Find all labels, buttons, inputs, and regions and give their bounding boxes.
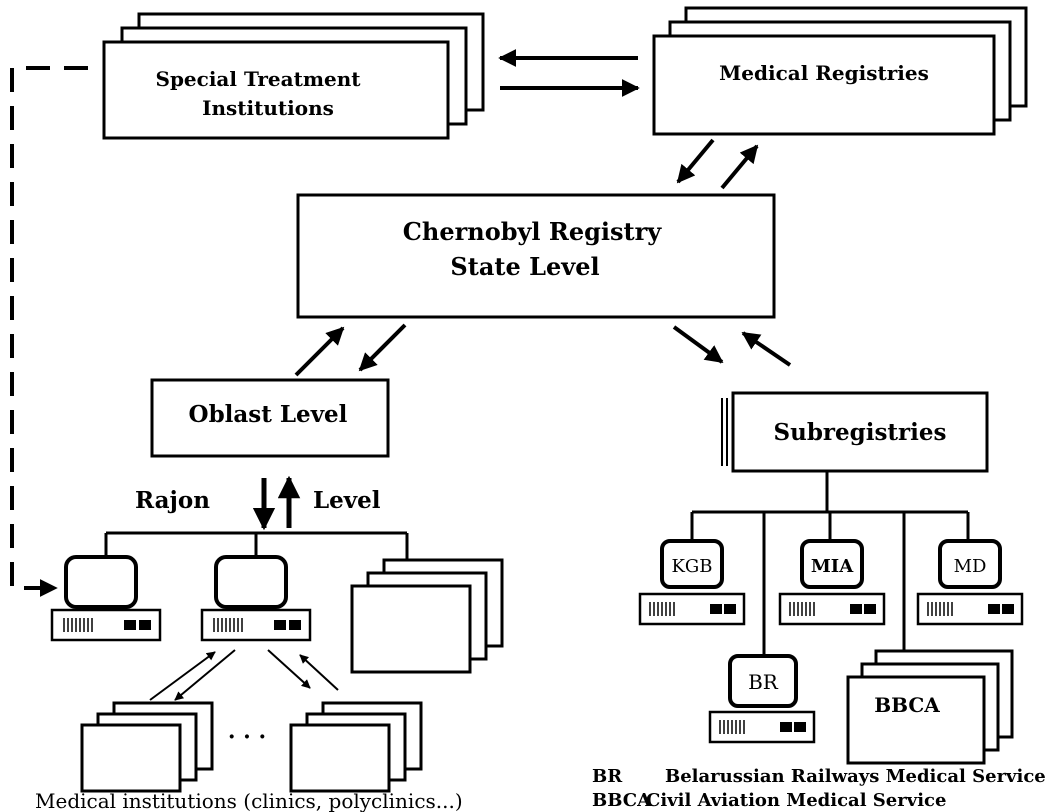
arrow-registries-to-state: [676, 138, 715, 184]
medical-registries-label: Medical Registries: [719, 61, 929, 85]
subregistries-tree-lines: [690, 472, 970, 658]
mia-label: MIA: [811, 556, 854, 577]
document-stack-icon: [846, 649, 1014, 765]
computer-icon: [778, 539, 886, 626]
oblast-box: [150, 378, 390, 458]
md-label: MD: [954, 556, 987, 577]
state-registry-label-line2: State Level: [450, 252, 599, 281]
institutions-ellipsis: · · ·: [228, 724, 266, 750]
computer-icon: [708, 654, 816, 744]
state-registry-box: [296, 193, 776, 319]
arrow-subregistries-to-state: [741, 331, 792, 367]
subregistries-label: Subregistries: [774, 419, 947, 446]
arrow-state-to-oblast: [358, 323, 407, 372]
dashed-feedback-line: [10, 66, 88, 597]
subregistries-box: [731, 391, 989, 473]
arrow-institutions-to-computer-right: [299, 654, 339, 691]
computer-icon: [50, 555, 162, 642]
special-treatment-stack: [102, 12, 485, 140]
arrow-state-to-subregistries: [672, 325, 724, 364]
legend-abbr-br: BR: [592, 766, 623, 787]
arrow-institutions-to-computer: [149, 651, 216, 701]
medical-registries-stack: [652, 6, 1028, 136]
computer-icon: [200, 555, 312, 642]
arrow-state-to-registries: [720, 144, 759, 190]
medical-institutions-caption: Medical institutions (clinics, polyclini…: [35, 789, 463, 812]
legend-text-br: Belarussian Railways Medical Service: [665, 766, 1046, 787]
document-stack-icon: [289, 701, 423, 793]
special-treatment-label-line2: Institutions: [202, 96, 334, 120]
level-label: Level: [313, 487, 381, 514]
arrow-computer-to-institutions: [174, 649, 236, 701]
rajon-tree-lines: [104, 531, 409, 560]
state-registry-label-line1: Chernobyl Registry: [403, 217, 662, 246]
bbca-label: BBCA: [874, 693, 940, 717]
computer-icon: [638, 539, 746, 626]
document-stack-icon: [350, 558, 504, 674]
document-stack-icon: [80, 701, 214, 793]
rajon-label: Rajon: [135, 487, 210, 514]
kgb-label: KGB: [671, 556, 712, 577]
legend-text-bbca: Civil Aviation Medical Service: [646, 790, 946, 811]
oblast-label: Oblast Level: [189, 401, 348, 428]
computer-icon: [916, 539, 1024, 626]
legend-abbr-bbca: BBCA: [592, 790, 652, 811]
arrow-oblast-to-state: [294, 326, 345, 377]
arrow-computer-to-institutions-right: [267, 649, 311, 689]
special-treatment-label-line1: Special Treatment: [156, 67, 362, 91]
legend: BR Belarussian Railways Medical Service …: [592, 766, 1046, 811]
br-label: BR: [748, 670, 779, 694]
